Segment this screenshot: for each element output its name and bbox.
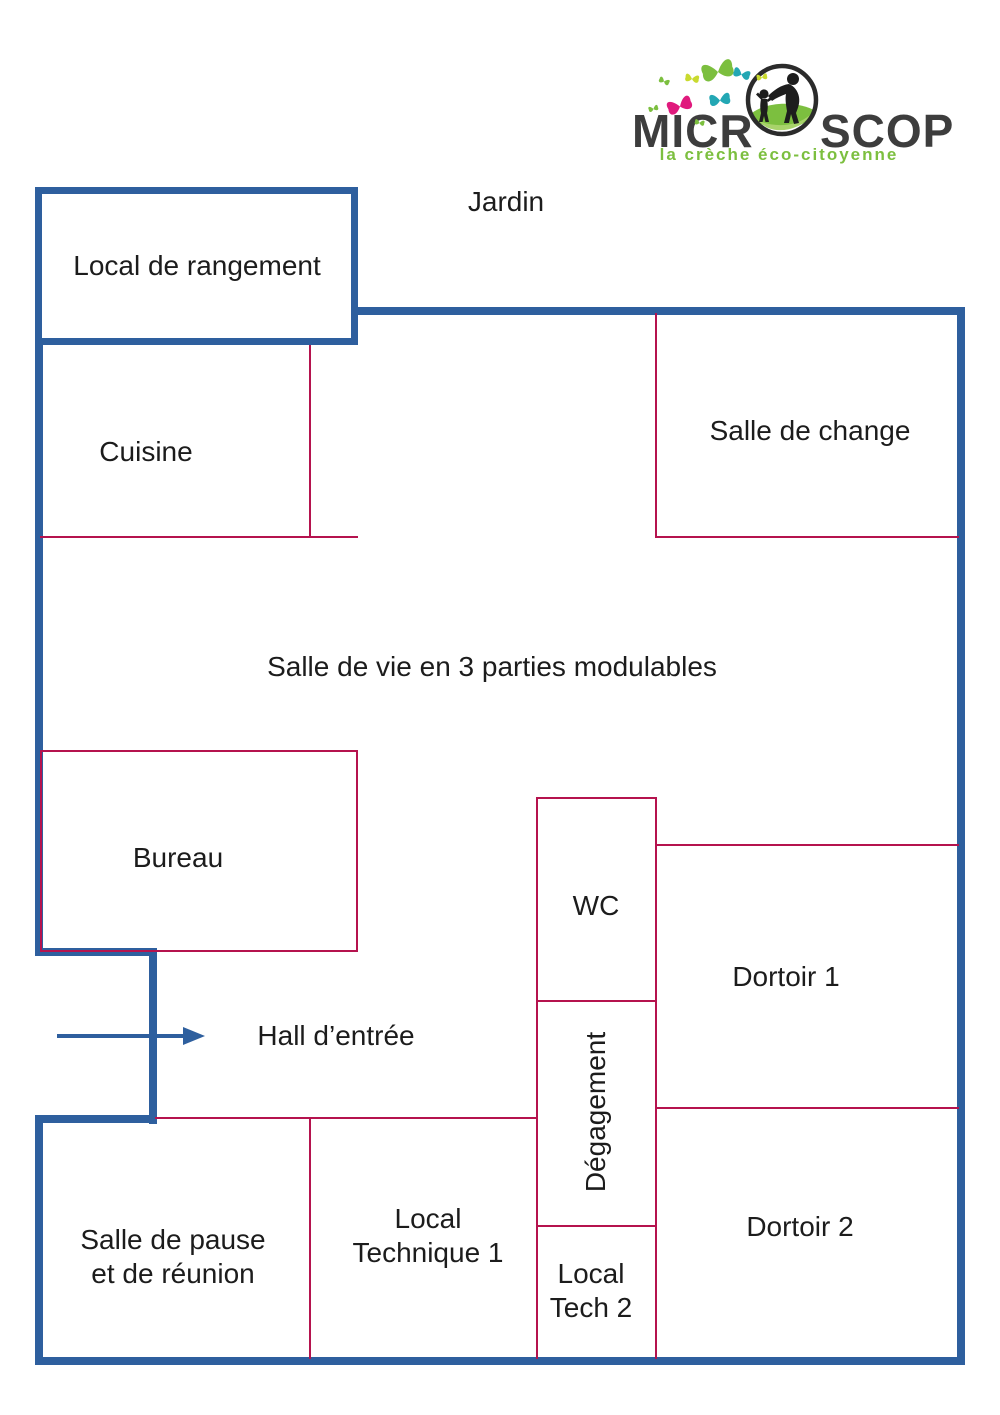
- butterfly-icon: [756, 73, 768, 81]
- label-salle-de-vie: Salle de vie en 3 parties modulables: [267, 651, 717, 682]
- butterfly-icon: [709, 92, 731, 106]
- logo: MICR SCOP: [628, 48, 953, 168]
- logo-brand-left: MICR: [632, 105, 754, 157]
- butterfly-icon: [685, 73, 700, 83]
- wall-entrance-jog-top: [35, 948, 157, 956]
- butterfly-icon: [658, 76, 670, 86]
- partition-dortoir-divider: [657, 1107, 959, 1109]
- label-salle-de-pause-line1: Salle de pause: [80, 1224, 266, 1255]
- partition-dortoir1-top: [657, 844, 959, 846]
- logo-emblem-adult-child-icon: [745, 63, 819, 137]
- wall-entrance-jog-bottom: [35, 1115, 157, 1123]
- label-local-tech-2-line1: Local: [557, 1258, 625, 1289]
- partition-wc-top: [536, 797, 657, 799]
- label-dortoir-1: Dortoir 1: [732, 961, 840, 992]
- partition-wc-bottom: [536, 1000, 657, 1002]
- label-hall-entree: Hall d’entrée: [257, 1020, 415, 1051]
- partition-bureau-box: [40, 750, 358, 952]
- label-salle-de-change: Salle de change: [709, 415, 911, 446]
- partition-corridor-left: [536, 797, 538, 1359]
- wall-right: [957, 307, 965, 1365]
- butterfly-icon: [648, 104, 659, 113]
- partition-degagement-bottom: [536, 1225, 657, 1227]
- partition-cuisine-bottom: [40, 536, 358, 538]
- label-local-tech-2-line2: Tech 2: [549, 1292, 633, 1323]
- label-local-tech-2: Local Tech 2: [550, 1257, 633, 1325]
- label-salle-de-pause-line2: et de réunion: [91, 1258, 255, 1289]
- label-cuisine: Cuisine: [99, 436, 193, 467]
- label-dortoir-2: Dortoir 2: [746, 1211, 854, 1242]
- partition-change-left: [655, 313, 657, 538]
- label-local-rangement: Local de rangement: [73, 250, 321, 281]
- label-degagement: Dégagement: [580, 1031, 611, 1193]
- wall-top: [352, 307, 965, 315]
- label-bureau: Bureau: [132, 842, 224, 873]
- label-salle-de-pause: Salle de pause et de réunion: [80, 1223, 265, 1291]
- wall-left-upper: [35, 340, 43, 954]
- label-local-technique-1: Local Technique 1: [352, 1202, 503, 1270]
- logo-tagline: la crèche éco-citoyenne: [659, 145, 899, 164]
- label-local-technique-1-line1: Local: [394, 1203, 462, 1234]
- label-wc: WC: [572, 890, 620, 921]
- partition-corridor-right: [655, 797, 657, 1359]
- wall-bottom: [35, 1357, 965, 1365]
- partition-change-bottom: [655, 536, 959, 538]
- butterfly-icon: [701, 59, 734, 82]
- label-jardin: Jardin: [467, 186, 545, 217]
- butterfly-icon: [733, 67, 751, 80]
- butterfly-icon: [694, 119, 705, 126]
- entrance-arrow-icon: [57, 1027, 205, 1045]
- partition-pause-technique-divider: [309, 1119, 311, 1359]
- partition-hall-bottom: [155, 1117, 538, 1119]
- partition-cuisine-right: [309, 345, 311, 538]
- wall-left-lower: [35, 1115, 43, 1365]
- logo-brand-right: SCOP: [820, 105, 955, 157]
- wall-local-rangement-box: [35, 187, 358, 345]
- label-local-technique-1-line2: Technique 1: [352, 1237, 504, 1268]
- butterfly-icon: [666, 95, 693, 115]
